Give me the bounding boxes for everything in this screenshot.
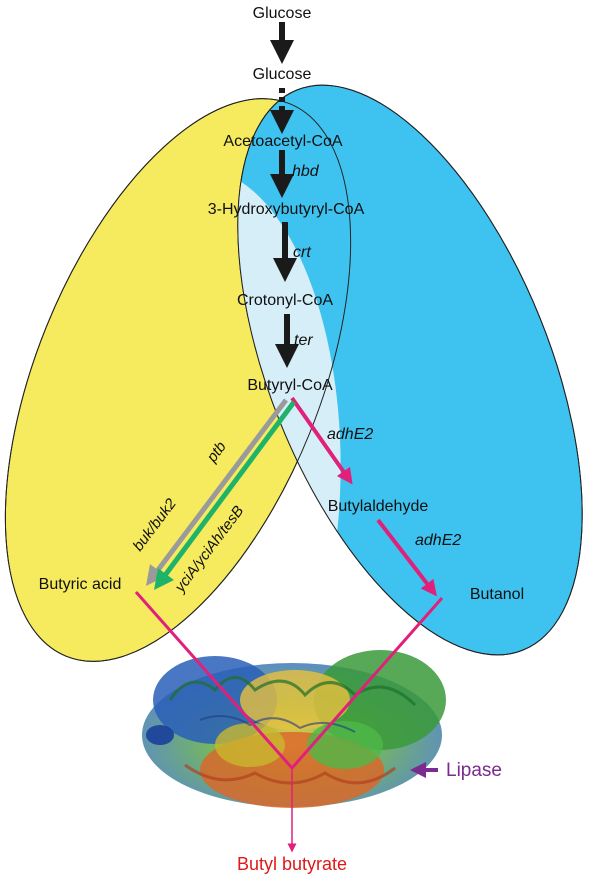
label-butyryl-coa: Butyryl-CoA	[247, 377, 333, 394]
enzyme-hbd: hbd	[292, 163, 320, 180]
label-glucose-inner: Glucose	[253, 66, 312, 83]
label-lipase: Lipase	[446, 760, 502, 781]
enzyme-adhe2-second: adhE2	[415, 532, 461, 549]
label-crotonyl-coa: Crotonyl-CoA	[237, 292, 333, 309]
enzyme-adhe2-first: adhE2	[327, 426, 373, 443]
lipase-protein-structure	[142, 650, 446, 808]
arrow-ptb-buk	[145, 398, 288, 586]
line-butyric-acid-to-ester	[134, 591, 294, 769]
arrow-thioesterase	[154, 400, 297, 591]
label-3-hydroxybutyryl-coa: 3-Hydroxybutyryl-CoA	[208, 201, 365, 218]
arrow-adhe2-to-butanol	[376, 518, 437, 597]
label-butyric-acid: Butyric acid	[39, 576, 122, 593]
label-glucose-outer: Glucose	[253, 5, 312, 22]
arrow-adhe2-to-butylaldehyde	[290, 396, 353, 485]
label-butanol: Butanol	[470, 586, 524, 603]
line-butanol-to-ester	[290, 597, 444, 769]
enzyme-ter: ter	[294, 332, 313, 349]
label-butylaldehyde: Butylaldehyde	[328, 498, 429, 515]
label-butyl-butyrate: Butyl butyrate	[237, 854, 347, 874]
label-acetoacetyl-coa: Acetoacetyl-CoA	[223, 133, 342, 150]
enzyme-crt: crt	[293, 244, 311, 261]
left-region-outline	[4, 98, 352, 662]
